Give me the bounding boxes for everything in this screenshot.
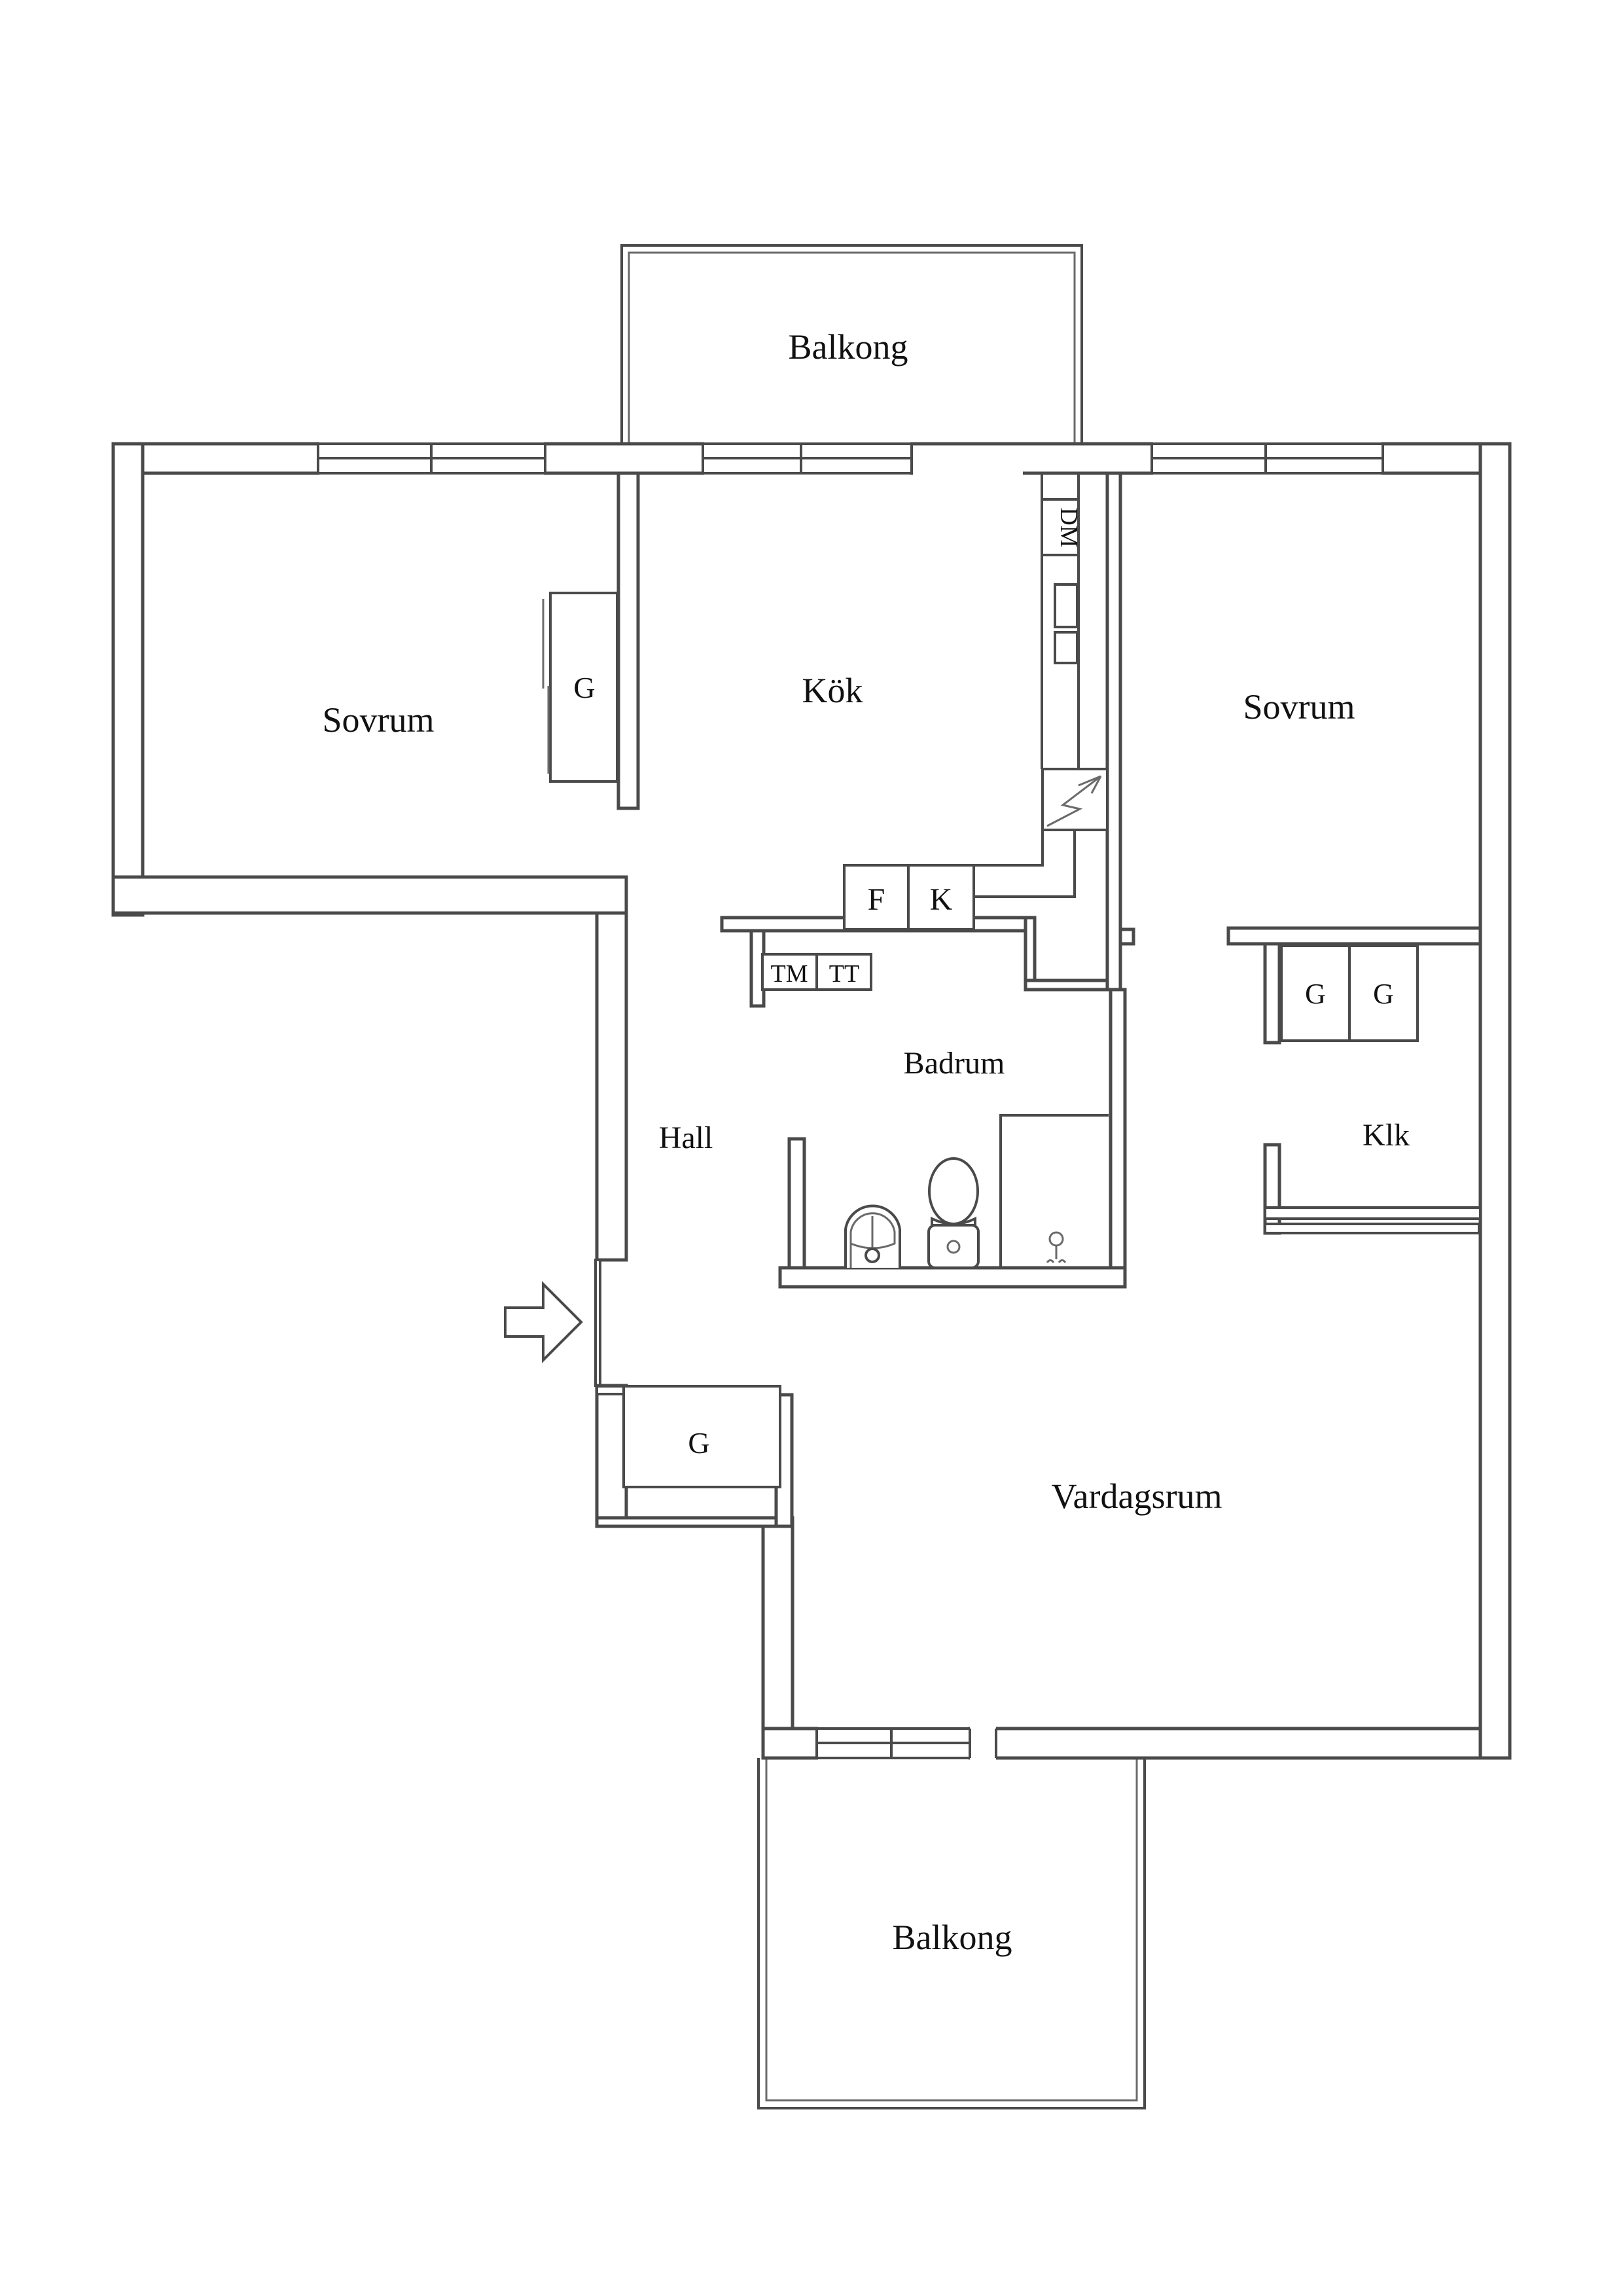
- wall-bedroomright-bottom: [1226, 926, 1482, 946]
- sink-icon: [844, 1204, 901, 1268]
- window-bedroom-right: [1150, 441, 1384, 476]
- balcony-bottom-inner-rail: [765, 1758, 1138, 2102]
- wall-bedroomright-left: [1105, 471, 1122, 992]
- klk-wardrobe-box-2: [1348, 944, 1419, 1042]
- wall-bathroom-bottom: [778, 1266, 1127, 1289]
- bedroomleft-wardrobe-box: [549, 592, 618, 783]
- label-walkin-closet: Klk: [1363, 1118, 1410, 1153]
- kitchen-fixtures: [843, 473, 1109, 931]
- label-wardrobe-hall: G: [688, 1426, 709, 1460]
- wall-living-left: [761, 1524, 794, 1760]
- bedroomleft-wardrobe-door: [542, 599, 550, 774]
- dishwasher-box: [1041, 498, 1080, 556]
- label-bedroom-left: Sovrum: [322, 700, 434, 740]
- wall-bathroom-jog-horizontal: [1024, 978, 1109, 992]
- wall-living-top-right: [1264, 1223, 1480, 1234]
- wall-bathroom-left: [787, 1137, 806, 1289]
- shower-partition: [999, 1114, 1109, 1268]
- hall-wardrobe-box: [622, 1385, 781, 1488]
- wardrobes: [542, 592, 1419, 1488]
- entry-arrow-icon: [504, 1281, 583, 1363]
- label-bedroom-right: Sovrum: [1243, 687, 1355, 726]
- wall-klk-bottom: [1264, 1206, 1482, 1220]
- balcony-bottom-railing: [757, 1758, 1146, 2109]
- balcony-top-inner-rail: [628, 251, 1076, 444]
- exterior-walls: [111, 442, 1512, 1760]
- wall-klk-left-upper: [1263, 942, 1281, 1045]
- window-living-room: [815, 1726, 971, 1761]
- wall-bedroomright-door-notch: [1118, 927, 1135, 946]
- label-washing-machine: TM: [771, 960, 808, 988]
- labels: Balkong Sovrum Kök Sovrum G DM F K TM TT…: [322, 327, 1410, 1957]
- balcony-top-outer-rail: [620, 244, 1083, 444]
- fridge-box: [843, 864, 910, 931]
- label-freezer: K: [930, 882, 953, 917]
- wall-bedroomleft-kitchen: [616, 471, 640, 810]
- stove-lightning-icon: [1046, 775, 1102, 827]
- wall-right: [1478, 442, 1512, 1760]
- label-dishwasher: DM: [1055, 507, 1082, 547]
- kitchen-counter-outline: [974, 830, 1109, 918]
- wall-left: [111, 442, 145, 917]
- door-opening-balcony-top: [913, 446, 1023, 476]
- window-bedroom-left: [317, 441, 546, 476]
- label-dryer: TT: [829, 960, 859, 988]
- door-opening-balcony-bottom: [969, 1726, 997, 1761]
- label-bathroom: Badrum: [904, 1046, 1005, 1081]
- label-balcony-top: Balkong: [789, 327, 908, 367]
- wall-bedroomleft-bottom: [111, 875, 628, 915]
- wall-hall-left-upper: [595, 911, 628, 1262]
- label-balcony-bottom: Balkong: [893, 1918, 1012, 1957]
- toilet-icon: [927, 1157, 980, 1269]
- label-wardrobe-klk-1: G: [1305, 978, 1326, 1010]
- bathroom-fixtures: [844, 1114, 1109, 1269]
- label-wardrobe-klk-2: G: [1373, 978, 1394, 1010]
- balcony-top-railing: [620, 244, 1083, 444]
- kitchen-sink-basin-1: [1054, 583, 1079, 628]
- kitchen-sink-basin-2: [1054, 631, 1079, 664]
- shower-drain-icon: [1046, 1231, 1067, 1263]
- label-wardrobe-bedroomleft: G: [573, 671, 595, 704]
- freezer-box: [907, 864, 975, 931]
- label-fridge: F: [868, 882, 885, 917]
- entry-door-leaf: [594, 1259, 601, 1387]
- washing-machine-box: [761, 953, 818, 991]
- wall-hall-left-lower: [595, 1384, 628, 1528]
- label-kitchen: Kök: [802, 671, 863, 710]
- balcony-bottom-outer-rail: [757, 1758, 1146, 2109]
- dryer-box: [815, 953, 872, 991]
- wall-bathroom-right: [1109, 988, 1127, 1289]
- window-kitchen: [702, 441, 913, 476]
- label-living-room: Vardagsrum: [1052, 1477, 1222, 1516]
- label-hall: Hall: [659, 1121, 713, 1155]
